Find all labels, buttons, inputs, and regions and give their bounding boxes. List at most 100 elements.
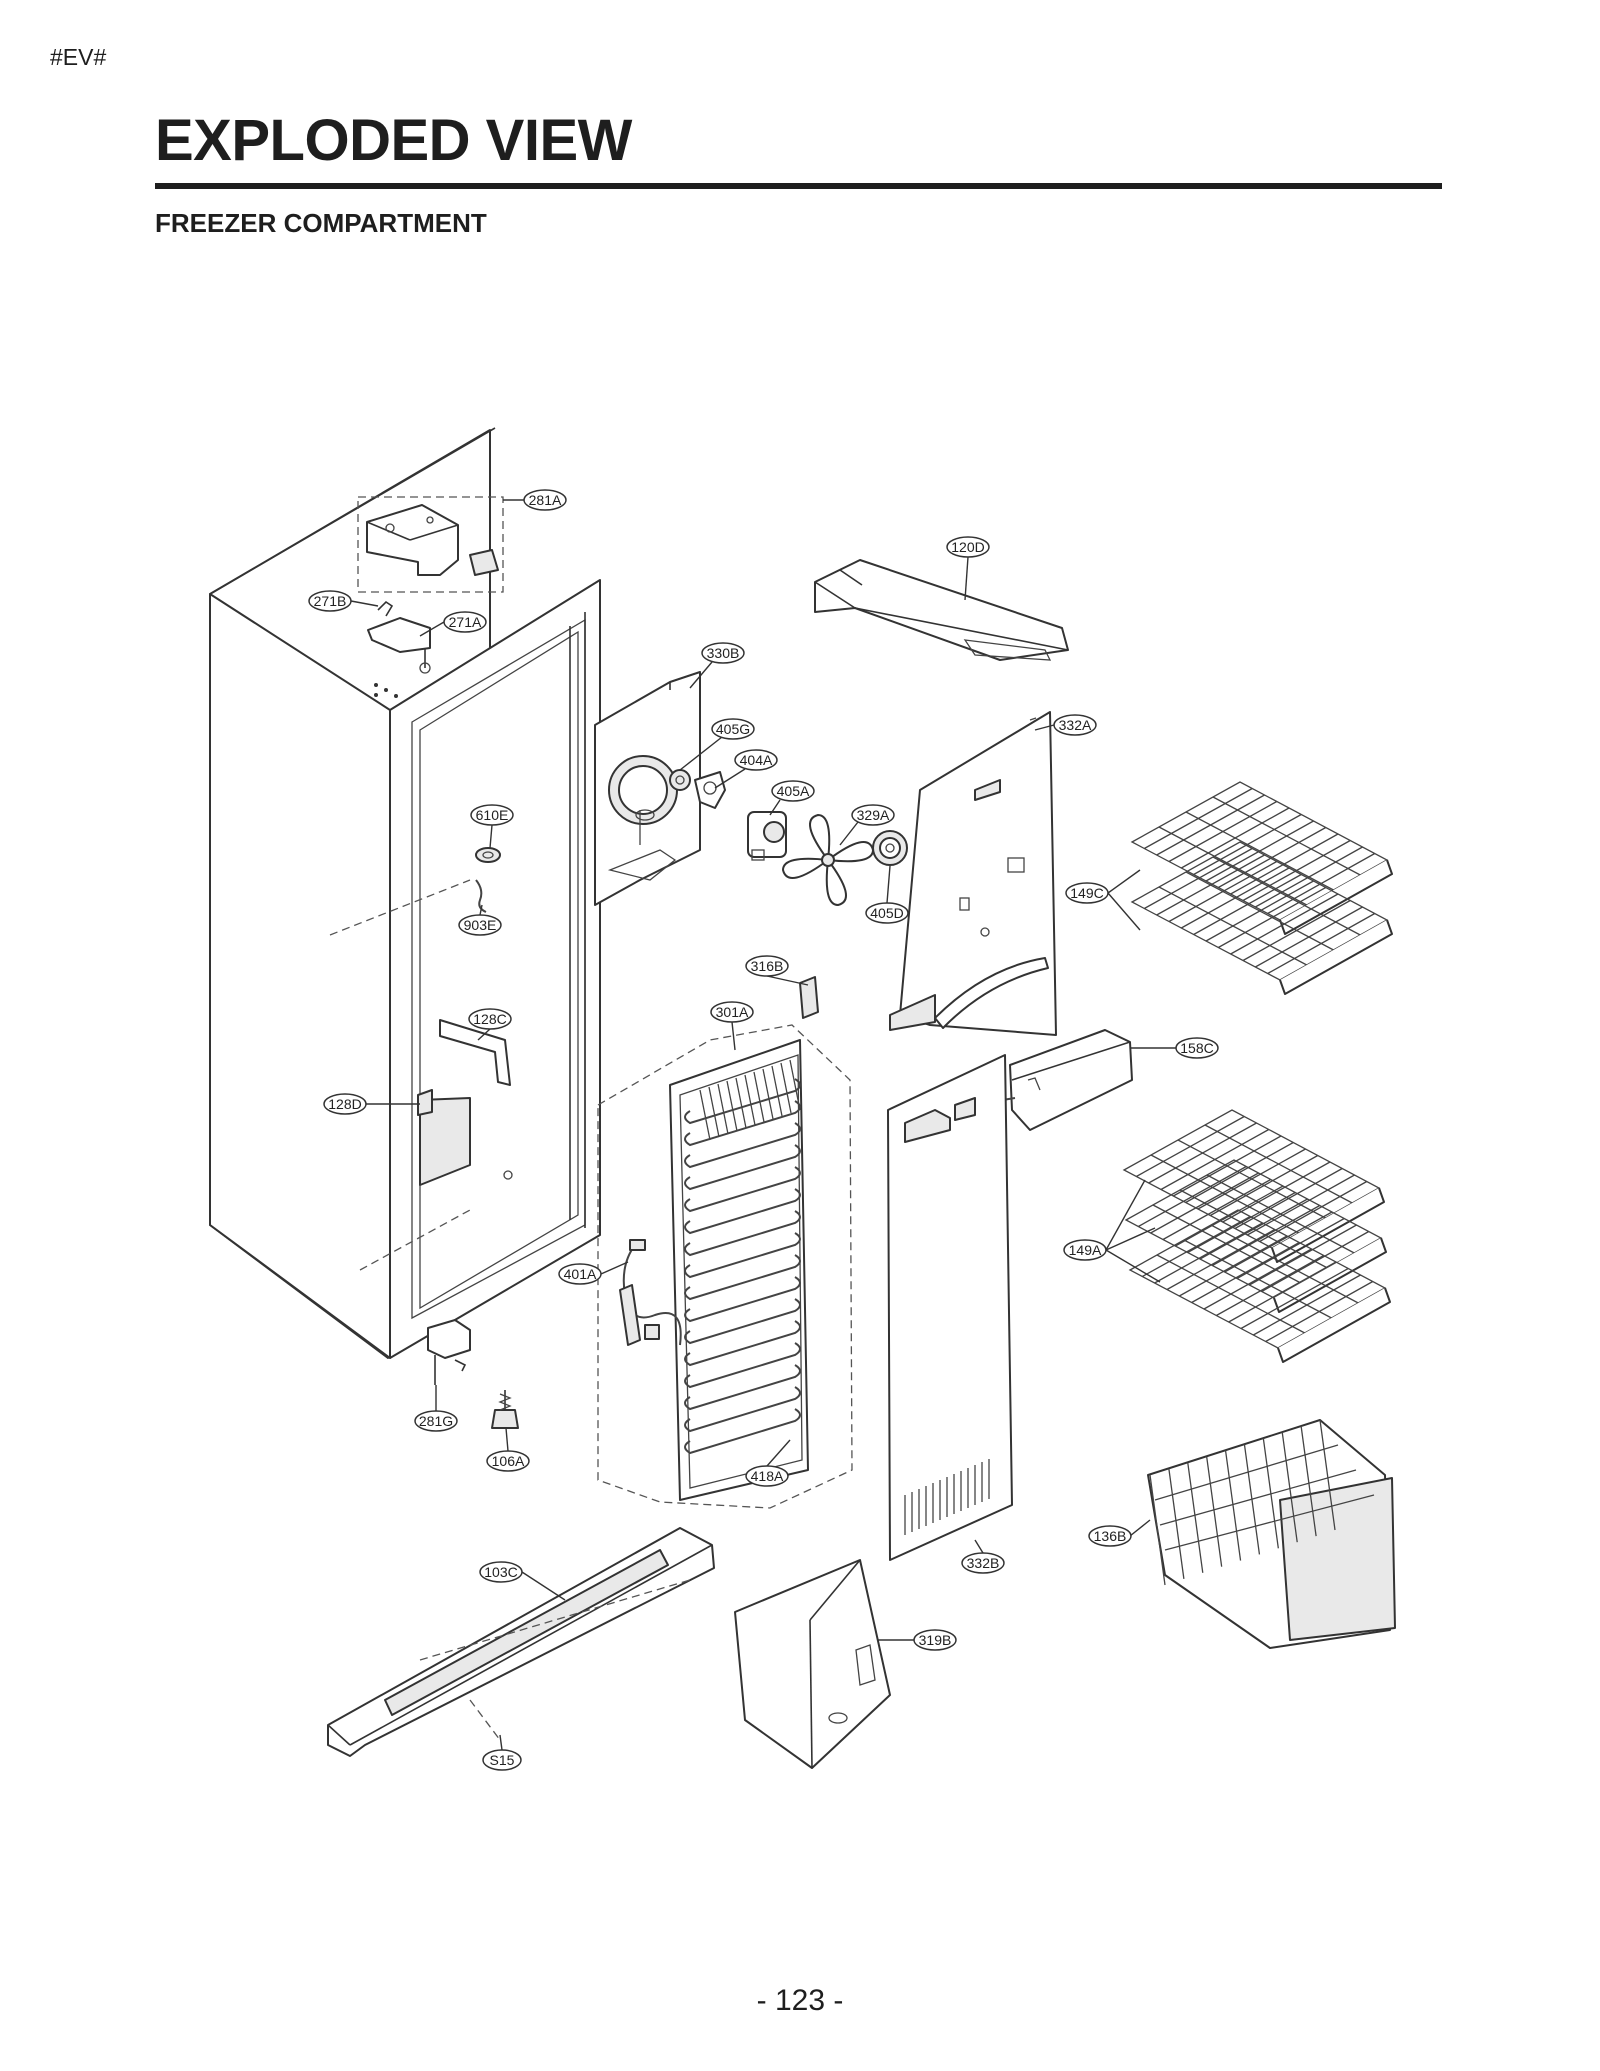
leader-line [964,556,969,601]
page-title: EXPLODED VIEW [155,108,632,173]
svg-text:418A: 418A [751,1468,784,1484]
label-418A: 418A [745,1465,789,1487]
shelf-front-trim [1279,919,1393,995]
part-319B-drain-pan [734,1559,891,1769]
shelf-wire [1158,826,1308,906]
wire-shelf [1130,781,1393,935]
label-281A: 281A [523,489,567,511]
leader-line [769,799,781,816]
label-271A: 271A [443,611,487,633]
svg-text:401A: 401A [564,1266,597,1282]
shelf-wire [1150,1154,1300,1234]
leader-line [489,824,493,849]
leader-line [1107,869,1141,894]
part-158C-lamp-cover [989,1029,1133,1131]
shelf-wire [1212,856,1361,936]
svg-text:149C: 149C [1070,885,1103,901]
svg-text:329A: 329A [857,807,890,823]
wire-shelves [1122,781,1393,1363]
svg-text:404A: 404A [740,752,773,768]
part-271A-bracket [367,600,431,674]
leader-line [714,768,746,789]
evaporator-tube [684,1364,801,1411]
basket-wire [1159,1469,1357,1526]
evaporator-fin [753,1071,765,1123]
svg-text:405G: 405G [716,721,750,737]
label-330B: 330B [701,642,745,664]
part-332B-cover [887,1054,1013,1561]
shelf-wire [1212,796,1361,876]
label-301A: 301A [710,1001,754,1023]
evaporator-tube [684,1342,801,1389]
evaporator-fin [744,1074,756,1126]
evaporator-fin [699,1089,711,1141]
svg-text:316B: 316B [751,958,784,974]
evaporator-fin [717,1083,729,1135]
leader-line [505,1427,509,1452]
leader-line [689,661,713,689]
label-120D: 120D [946,536,990,558]
svg-text:281A: 281A [529,492,562,508]
shelf-wire [1185,871,1334,951]
part-405D-fan-hub [872,830,908,866]
leader-line [1105,1249,1161,1283]
basket-wire [1281,1432,1298,1543]
evaporator-fin [762,1068,774,1120]
label-405G: 405G [711,718,755,740]
evaporator-tube [684,1254,801,1301]
evaporator-tube [684,1386,801,1433]
shelf-wire [1179,1189,1328,1269]
svg-text:405D: 405D [870,905,903,921]
shelf-wire [1177,1139,1326,1219]
label-149A: 149A [1063,1239,1107,1261]
svg-text:103C: 103C [484,1564,517,1580]
shelf-front-trim [1273,1237,1387,1313]
svg-text:158C: 158C [1180,1040,1213,1056]
leader-line [1105,1179,1146,1251]
leader-line [499,1734,503,1751]
part-281A-housing [357,496,504,593]
shelf-wire [1185,811,1334,891]
svg-text:281G: 281G [419,1413,453,1429]
document-tag: #EV# [50,44,107,70]
basket-wire [1224,1450,1242,1561]
leader-line [479,904,483,916]
evaporator-tube [684,1166,801,1213]
evaporator-tube [684,1078,801,1125]
shelf-wire [1152,1204,1302,1284]
basket-wire [1187,1462,1204,1573]
label-610E: 610E [470,804,514,826]
svg-text:128C: 128C [473,1011,506,1027]
evaporator-tube [684,1232,801,1279]
basket-wire [1168,1468,1185,1579]
leader-line [1107,892,1141,931]
shelf-wire [1210,1224,1359,1304]
label-271B: 271B [308,590,352,612]
basket-wires [1149,1419,1375,1586]
shelf-front-trim [1279,859,1393,935]
leader-line [477,1028,491,1041]
label-332A: 332A [1053,714,1097,736]
svg-text:330B: 330B [707,645,740,661]
leader-line [766,1439,791,1467]
evaporator-tube [684,1122,801,1169]
svg-text:319B: 319B [919,1632,952,1648]
evaporator-fin [771,1065,783,1117]
label-158C: 158C [1175,1037,1219,1059]
leader-line [886,865,891,904]
evaporator-tube [684,1276,801,1323]
svg-text:405A: 405A [777,783,810,799]
evaporator-fin [726,1080,738,1132]
svg-text:106A: 106A [492,1453,525,1469]
wire-shelf [1124,1159,1387,1313]
label-405D: 405D [865,902,909,924]
leader-line [521,1571,566,1601]
label-281G: 281G [414,1410,458,1432]
fan-motor-assembly [669,769,787,861]
svg-text:149A: 149A [1069,1242,1102,1258]
label-136B: 136B [1088,1525,1132,1547]
page-number: - 123 - [756,1984,844,2017]
shelf-front-trim [1277,1287,1391,1363]
part-332B-vent-slots [904,1459,990,1535]
